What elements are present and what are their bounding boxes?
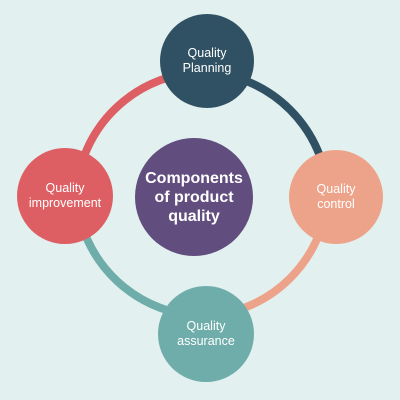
quality-improvement-circle: Quality improvement xyxy=(17,148,113,244)
quality-improvement-label: Quality improvement xyxy=(28,181,102,210)
quality-assurance-circle: Quality assurance xyxy=(158,286,254,382)
quality-planning-label: Quality Planning xyxy=(182,46,232,75)
quality-control-circle: Quality control xyxy=(289,150,383,244)
quality-control-label: Quality control xyxy=(316,182,356,211)
center-label: Components of product quality xyxy=(145,169,243,225)
center-circle: Components of product quality xyxy=(135,138,253,256)
quality-planning-circle: Quality Planning xyxy=(160,14,254,108)
quality-assurance-label: Quality assurance xyxy=(177,319,235,348)
